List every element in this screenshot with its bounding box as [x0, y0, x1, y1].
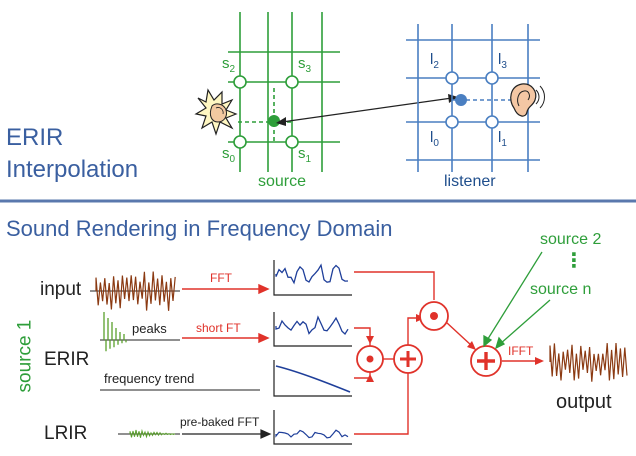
node-s0 — [233, 135, 247, 149]
lrir-arrow — [182, 429, 272, 439]
prebaked-fft-label: pre-baked FFT — [180, 415, 260, 429]
ellipsis-vertical: ⋮ — [564, 250, 584, 272]
add-operator-final — [470, 345, 502, 377]
label-l1: l1 — [498, 129, 507, 149]
node-l3 — [485, 71, 499, 85]
other-source-arrows — [483, 251, 551, 350]
frequency-trend-label: frequency trend — [104, 371, 195, 386]
source-listener-arrow — [281, 97, 453, 123]
node-s2 — [233, 75, 247, 89]
peaks-label: peaks — [132, 321, 167, 336]
erir-title-line1: ERIR — [6, 124, 64, 151]
multiply-operator-small — [356, 345, 384, 373]
row-erir-label: ERIR — [44, 349, 90, 370]
source-grid-label: source — [258, 173, 307, 190]
row-lrir-label: LRIR — [44, 423, 88, 444]
node-l0 — [445, 115, 459, 129]
spectrum-frequency-trend — [273, 360, 352, 397]
node-s3 — [285, 75, 299, 89]
source2-label: source 2 — [540, 231, 602, 248]
clapping-hands-icon — [194, 88, 238, 136]
node-l2 — [445, 71, 459, 85]
sound-rendering-title: Sound Rendering in Frequency Domain — [6, 216, 393, 241]
label-s3: s3 — [298, 55, 312, 75]
output-label: output — [556, 391, 612, 413]
spectrum-input — [273, 260, 352, 296]
erir-title-line2: Interpolation — [6, 156, 139, 183]
output-waveform — [549, 342, 628, 382]
short-ft-label: short FT — [196, 321, 241, 335]
fft-label: FFT — [210, 271, 232, 285]
label-s2: s2 — [222, 55, 236, 75]
label-s1: s1 — [298, 145, 312, 165]
source-grid-nodes — [233, 75, 299, 149]
label-s0: s0 — [222, 145, 236, 165]
multiply-operator-top — [419, 301, 449, 331]
add-operator-1 — [393, 344, 423, 374]
row-input-label: input — [40, 279, 82, 300]
ifft-label: IFFT — [508, 344, 534, 358]
label-l2: l2 — [430, 51, 439, 71]
label-l0: l0 — [430, 129, 439, 149]
input-arrows — [182, 283, 270, 344]
ear-icon — [510, 83, 545, 117]
spectrum-erir-short — [273, 312, 352, 347]
lrir-waveform — [118, 428, 180, 439]
source-grid — [228, 12, 340, 172]
listener-position-dot — [455, 94, 467, 106]
sourcen-label: source n — [530, 281, 592, 298]
listener-grid-nodes — [445, 71, 499, 129]
label-l3: l3 — [498, 51, 507, 71]
input-waveform — [90, 271, 180, 311]
source-position-dot — [268, 115, 280, 127]
spectrum-lrir — [273, 410, 352, 445]
listener-grid-label: listener — [444, 173, 496, 190]
node-l1 — [485, 115, 499, 129]
node-s1 — [285, 135, 299, 149]
source1-label: source 1 — [14, 319, 36, 393]
erir-peaks-plot — [100, 312, 180, 352]
